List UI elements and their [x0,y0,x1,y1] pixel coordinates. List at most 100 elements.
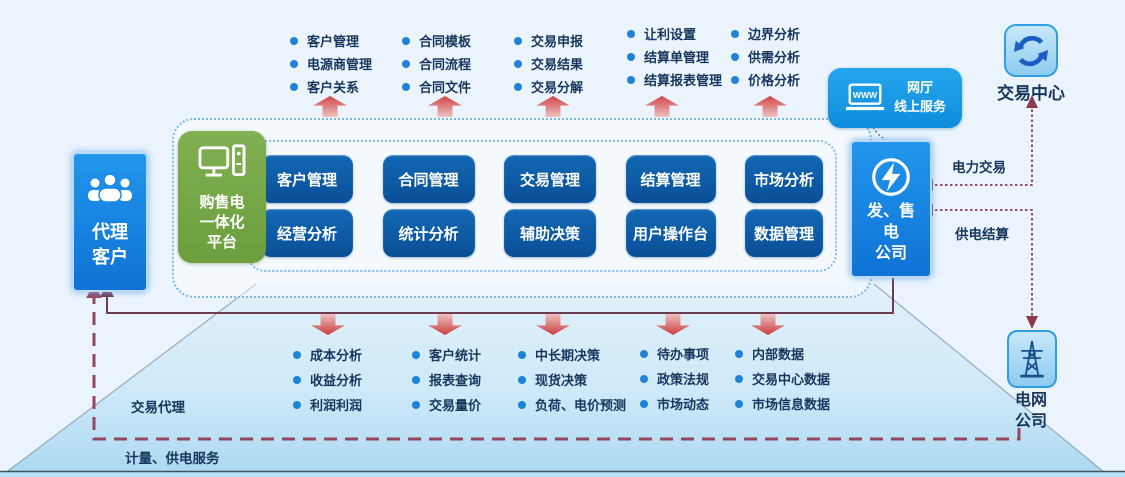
bullet-icon [514,82,522,91]
power-settlement-label: 供电结算 [955,227,1009,242]
bullet-icon [412,350,420,359]
list-item-label: 负荷、电价预测 [535,398,627,413]
bullet-icon [290,59,298,68]
list-item-label: 供需分析 [748,50,801,65]
agent-customer-label: 客户 [92,247,128,268]
list-item: 结算单管理 [627,45,722,68]
bottom-list-todo: 待办事项 政策法规 市场动态 [640,341,709,416]
list-item: 结算报表管理 [627,68,722,91]
power-tower-icon [1020,340,1044,378]
platform-title-box: 购售电 一体化 平台 [178,131,266,263]
down-arrow-icon [536,314,570,335]
list-item: 交易量价 [412,392,481,417]
computer-icon [198,144,246,177]
gen-retail-label: 公司 [874,244,907,262]
bullet-icon [735,349,743,358]
bullet-icon [640,349,648,358]
list-item: 价格分析 [731,68,800,91]
list-item-label: 交易结果 [531,57,584,72]
list-item: 市场信息数据 [735,391,830,416]
bullet-icon [518,350,526,359]
list-item-label: 利润利润 [310,398,363,413]
bullet-icon [731,75,739,84]
list-item-label: 市场动态 [657,397,710,412]
up-arrow-icon [753,96,787,117]
list-item: 现货决策 [518,367,626,392]
list-item: 客户统计 [412,342,481,367]
list-item: 成本分析 [293,342,362,367]
module-user-console: 用户操作台 [625,209,716,257]
agent-customer-box: 代理 客户 [72,152,148,292]
online-service-label: 网厅 [906,80,933,96]
list-item: 市场动态 [640,391,709,416]
module-decision-support: 辅助决策 [504,209,596,257]
bullet-icon [293,350,301,359]
list-item-label: 合同流程 [419,57,472,72]
lightning-circle-icon [872,158,910,196]
list-item-label: 电源商管理 [307,57,373,72]
grid-company-label-line: 公司 [1014,412,1047,430]
gen-retail-label: 发、售 [866,203,915,220]
list-item: 供需分析 [731,45,800,68]
list-item-label: 客户管理 [307,34,360,49]
platform-outer-container [172,118,872,298]
list-item-label: 让利设置 [644,27,697,42]
bullet-icon [518,375,526,384]
module-statistics-analysis: 统计分析 [382,209,475,257]
power-trade-label: 电力交易 [952,160,1006,175]
bullet-icon [640,374,648,383]
top-list-analysis: 边界分析 供需分析 价格分析 [731,22,800,91]
up-arrow-icon [313,96,347,117]
bullet-icon [735,399,743,408]
list-item: 交易结果 [514,52,583,75]
bullet-icon [402,82,410,91]
online-service-badge: WWW 网厅 线上服务 [828,68,962,128]
list-item-label: 合同文件 [419,80,472,95]
top-list-contract: 合同模板 合同流程 合同文件 [402,29,471,98]
bottom-list-data: 内部数据 交易中心数据 市场信息数据 [735,341,830,416]
users-icon [88,173,132,203]
platform-title-line: 购售电 [199,194,245,211]
top-list-customer: 客户管理 电源商管理 客户关系 [290,29,372,98]
list-item: 内部数据 [735,341,830,366]
bullet-icon [735,374,743,383]
list-item-label: 交易中心数据 [752,372,831,387]
bullet-icon [412,400,420,409]
bullet-icon [290,82,298,91]
bullet-icon [290,36,298,45]
bottom-list-stats: 客户统计 报表查询 交易量价 [412,342,481,417]
list-item: 让利设置 [627,22,722,45]
list-item: 待办事项 [640,341,709,366]
bullet-icon [402,36,410,45]
list-item: 电源商管理 [290,52,372,75]
list-item: 负荷、电价预测 [518,392,626,417]
module-row: 客户管理 合同管理 交易管理 结算管理 市场分析 [261,155,823,203]
up-arrow-icon [645,96,679,117]
bullet-icon [627,75,635,84]
list-item-label: 合同模板 [419,34,472,49]
module-settlement-mgmt: 结算管理 [625,155,716,203]
bullet-icon [627,52,635,61]
grid-company-node [1007,330,1057,388]
module-market-analysis: 市场分析 [745,155,823,203]
www-label: WWW [853,90,878,100]
bullet-icon [514,36,522,45]
module-contract-mgmt: 合同管理 [382,155,475,203]
grid-company-label-line: 电网 [1014,392,1047,409]
bullet-icon [412,375,420,384]
bullet-icon [293,375,301,384]
bullet-icon [731,29,739,38]
list-item-label: 政策法规 [657,372,710,387]
list-item: 报表查询 [412,367,481,392]
bullet-icon [627,29,635,38]
list-item: 收益分析 [293,367,362,392]
bullet-icon [640,399,648,408]
list-item: 边界分析 [731,22,800,45]
bullet-icon [518,400,526,409]
bullet-icon [402,59,410,68]
list-item-label: 收益分析 [310,373,363,388]
list-item-label: 边界分析 [748,27,801,42]
list-item: 合同文件 [402,75,471,98]
bullet-icon [293,400,301,409]
